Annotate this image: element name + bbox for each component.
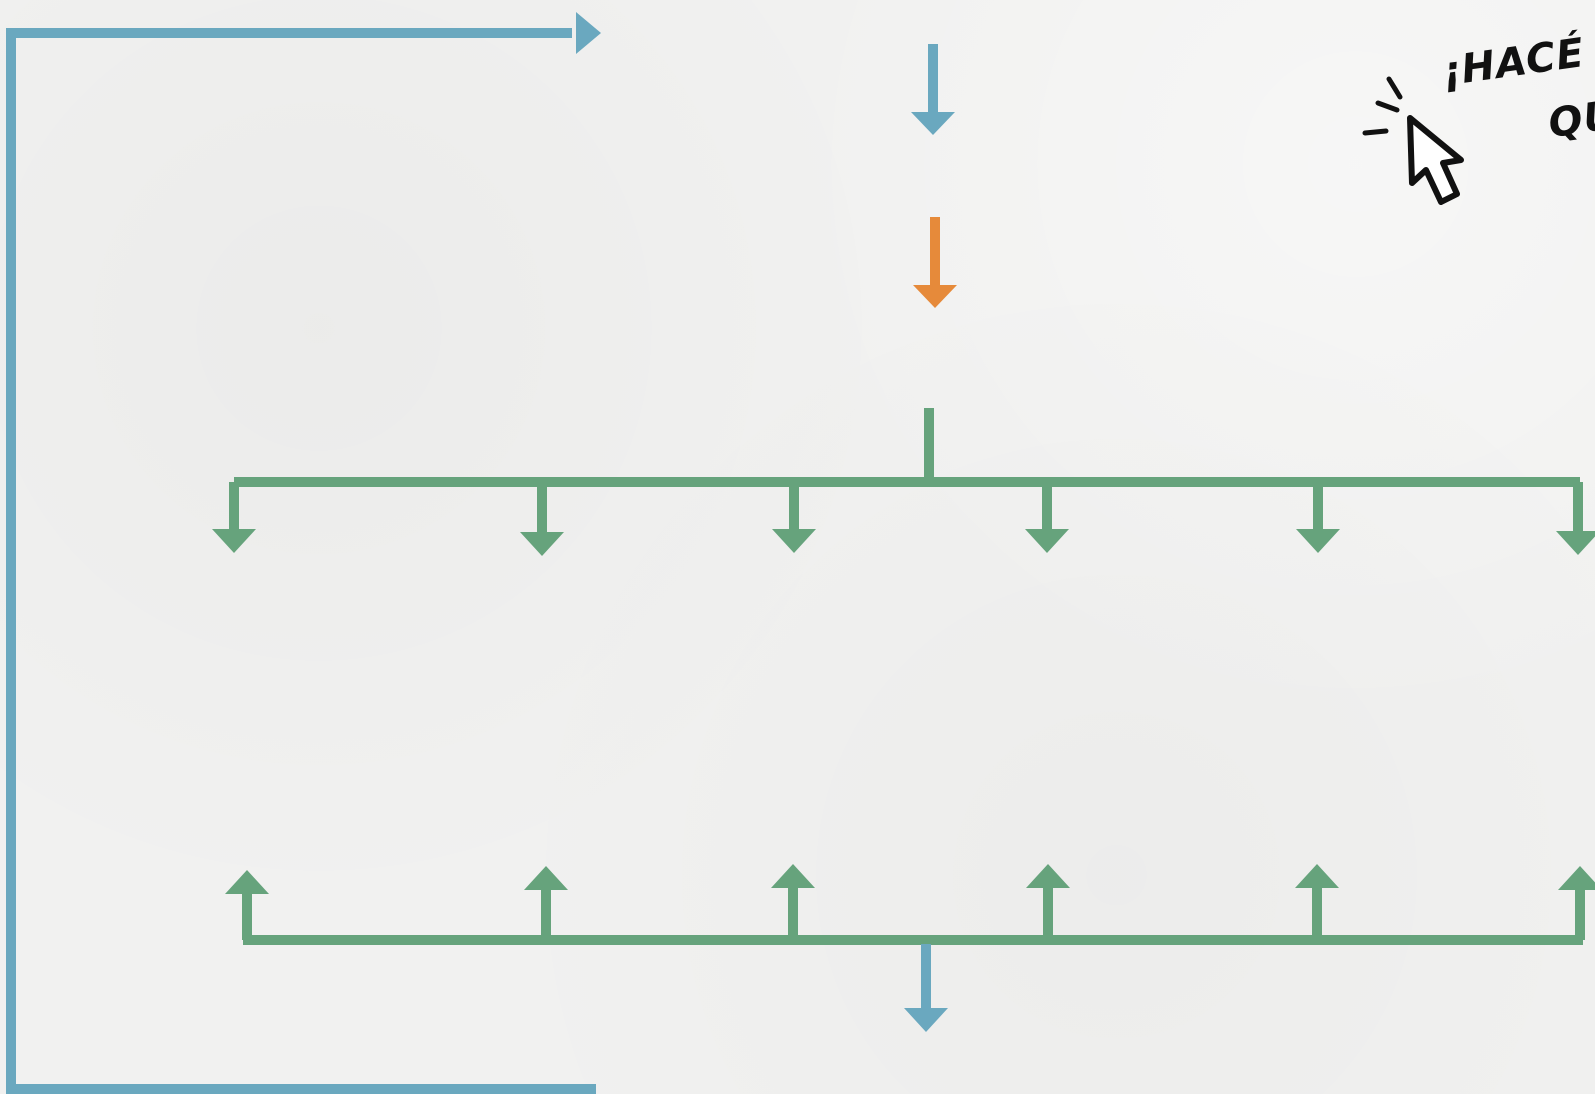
- branch-out-arrowhead: [1556, 531, 1595, 555]
- merge-in-arrowhead: [771, 864, 815, 888]
- merge-in-connector: [242, 884, 1585, 945]
- loop-top-arrowhead: [576, 12, 601, 54]
- merge-in-arrowhead: [1026, 864, 1070, 888]
- branch-out-arrowhead: [772, 529, 816, 553]
- loop-connector: [6, 28, 596, 1094]
- cursor-click-icon: [1362, 76, 1464, 205]
- branch-out-arrowhead: [1025, 529, 1069, 553]
- loop-top-line: [6, 28, 572, 1094]
- merge-in-arrowhead: [1558, 866, 1595, 890]
- merge-in-arrowhead: [524, 866, 568, 890]
- branch-out-arrowhead: [212, 529, 256, 553]
- merge-in-arrowhead: [225, 870, 269, 894]
- orange-down-arrow: [913, 217, 957, 308]
- branch-out-arrowhead: [520, 532, 564, 556]
- branch-out-connector: [229, 408, 1583, 535]
- branch-out-arrowhead: [1296, 529, 1340, 553]
- merge-in-arrowhead: [1295, 864, 1339, 888]
- bottom-down-arrow: [904, 944, 948, 1032]
- top-down-arrow: [911, 44, 955, 135]
- hint-text: ¡HACÉ C QU: [1438, 12, 1595, 171]
